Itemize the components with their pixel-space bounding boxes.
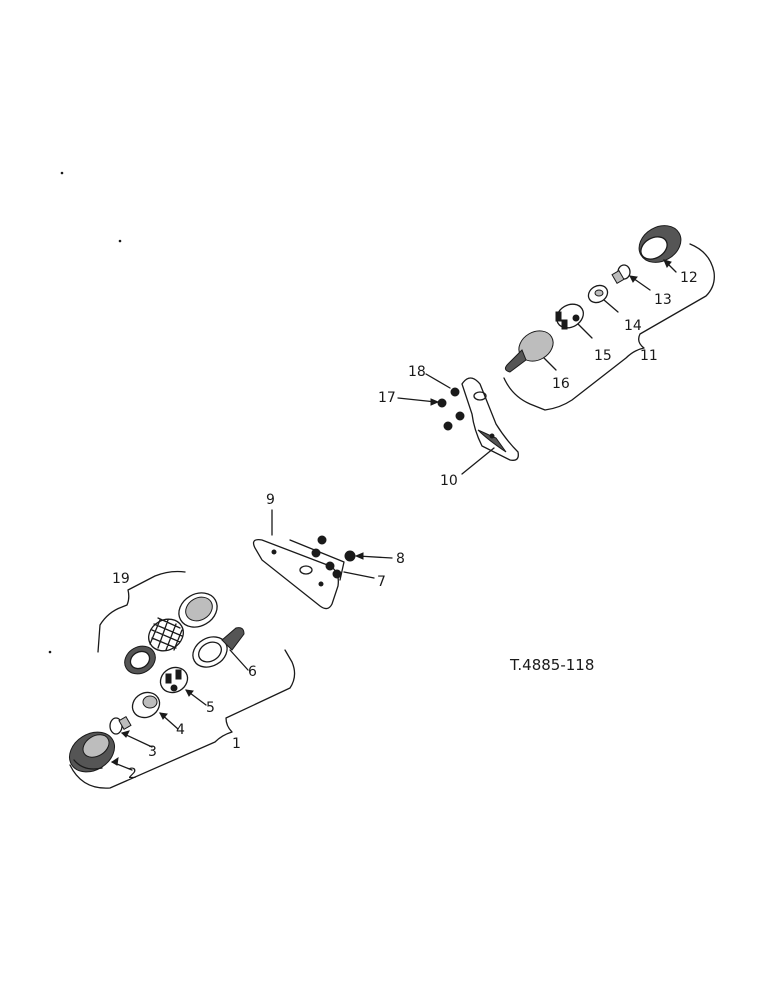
leader-18 (425, 373, 451, 389)
callout-9: 9 (266, 492, 275, 508)
callout-10: 10 (440, 473, 458, 489)
callout-1: 1 (232, 736, 241, 752)
part-10-bracket (461, 377, 519, 461)
bracket-1 (69, 649, 296, 789)
part-9-bracket (252, 539, 345, 610)
leader-10 (461, 447, 495, 475)
mounting-bracket-assembly: 9 8 7 (252, 492, 405, 610)
callout-2: 2 (128, 766, 137, 782)
callout-11: 11 (640, 348, 658, 364)
callout-18: 18 (408, 364, 426, 380)
part-19-grille (148, 617, 184, 652)
part-14-reflector (587, 284, 609, 304)
lower-lamp-assembly: 1 2 3 4 5 6 19 (69, 570, 296, 789)
upper-bracket-assembly: 17 18 10 (378, 364, 519, 489)
callout-6: 6 (248, 664, 257, 680)
callout-19: 19 (112, 571, 130, 587)
part-13-bulb (611, 264, 631, 285)
bracket-19 (97, 570, 186, 653)
part-15-socket (555, 303, 584, 330)
part-6-housing (192, 627, 245, 668)
callout-15: 15 (594, 348, 612, 364)
leader-7 (343, 571, 375, 579)
leader-lines-upper (543, 259, 677, 371)
callout-5: 5 (206, 700, 215, 716)
drawing-reference: T.4885-118 (509, 656, 594, 674)
part-19-bezel (178, 592, 218, 628)
part-7-washers (311, 548, 342, 579)
callout-8: 8 (396, 551, 405, 567)
upper-lamp-assembly: 12 13 14 15 16 11 (503, 225, 715, 411)
leader-8 (357, 555, 393, 559)
part-4-reflector (131, 691, 161, 719)
part-3-bulb (109, 715, 132, 735)
part-12-lens (638, 225, 682, 263)
leader-17 (397, 397, 437, 403)
callout-16: 16 (552, 376, 570, 392)
part-19-ring (124, 645, 156, 675)
scan-specks (48, 171, 122, 654)
callout-7: 7 (377, 574, 386, 590)
callout-4: 4 (176, 722, 185, 738)
leader-lines-lower (111, 649, 249, 771)
callout-3: 3 (148, 744, 157, 760)
callout-12: 12 (680, 270, 698, 286)
part-16-housing (504, 330, 554, 373)
bracket-11 (503, 243, 715, 411)
callout-17: 17 (378, 390, 396, 406)
part-17-18-fasteners (437, 387, 465, 431)
callout-14: 14 (624, 318, 642, 334)
part-2-lens (69, 731, 115, 773)
callout-13: 13 (654, 292, 672, 308)
part-8-nuts (317, 535, 356, 562)
part-5-socket (159, 666, 189, 694)
